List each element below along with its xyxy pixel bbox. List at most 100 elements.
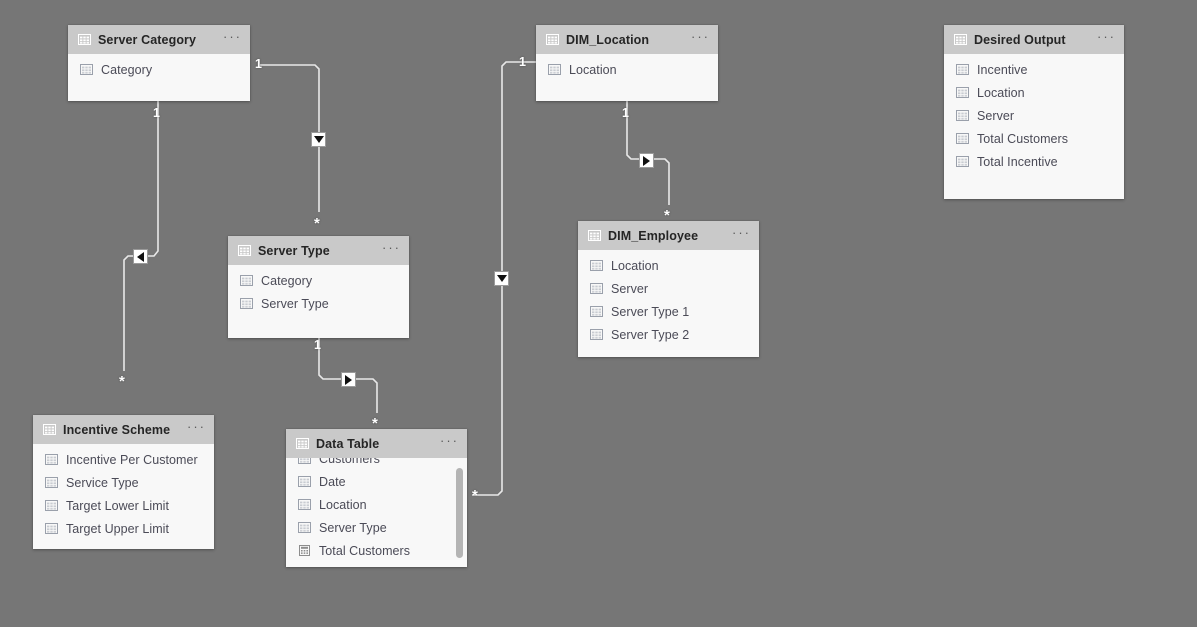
field-label: Total Customers <box>977 131 1069 146</box>
cardinality-one-dim-location-to-data-table: 1 <box>519 55 526 69</box>
table-icon <box>588 230 601 241</box>
field-label: Incentive Per Customer <box>66 452 198 467</box>
table-fields-server-category: Category <box>68 54 250 87</box>
field-row[interactable]: Server Type <box>286 516 467 539</box>
field-row[interactable]: Service Type <box>33 471 214 494</box>
grid-icon <box>956 110 969 121</box>
field-row[interactable]: Total Incentive <box>944 150 1124 173</box>
arrow-triangle <box>496 275 507 282</box>
field-label: Total Incentive <box>977 154 1058 169</box>
arrow-triangle <box>313 136 324 143</box>
field-row[interactable]: Category <box>228 269 409 292</box>
grid-icon <box>298 476 311 487</box>
cross-filter-arrow-right-icon[interactable] <box>639 153 654 168</box>
table-icon <box>238 245 251 256</box>
grid-icon <box>956 133 969 144</box>
table-header-server-category[interactable]: Server Category ··· <box>68 25 250 54</box>
relationship-line-server-category-to-incentive-scheme[interactable] <box>123 101 159 371</box>
cardinality-many-server-category-to-incentive-scheme: * <box>119 373 125 390</box>
field-row[interactable]: Server <box>944 104 1124 127</box>
cross-filter-arrow-left-icon[interactable] <box>133 249 148 264</box>
table-icon <box>43 424 56 435</box>
cross-filter-arrow-right-icon[interactable] <box>341 372 356 387</box>
grid-icon <box>590 329 603 340</box>
cardinality-one-server-category-to-incentive-scheme: 1 <box>153 106 160 120</box>
table-header-dim-employee[interactable]: DIM_Employee ··· <box>578 221 759 250</box>
field-row[interactable]: Date <box>286 470 467 493</box>
table-title: Data Table <box>316 436 380 451</box>
field-list-scrollbar[interactable] <box>453 458 467 567</box>
table-title: DIM_Location <box>566 32 650 47</box>
cross-filter-arrow-down-icon[interactable] <box>311 132 326 147</box>
field-label: Server <box>611 281 649 296</box>
table-header-desired-output[interactable]: Desired Output ··· <box>944 25 1124 54</box>
table-card-incentive-scheme[interactable]: Incentive Scheme ··· Incentive Per Custome… <box>33 415 214 549</box>
field-label: Server Type <box>261 296 329 311</box>
table-card-dim-location[interactable]: DIM_Location ··· Location <box>536 25 718 101</box>
field-row[interactable]: Location <box>944 81 1124 104</box>
grid-icon <box>298 522 311 533</box>
table-card-server-category[interactable]: Server Category ··· Category <box>68 25 250 101</box>
table-icon <box>78 34 91 45</box>
field-row[interactable]: Category <box>68 58 250 81</box>
table-header-incentive-scheme[interactable]: Incentive Scheme ··· <box>33 415 214 444</box>
field-row[interactable]: Incentive Per Customer <box>33 448 214 471</box>
cardinality-one-dim-location-to-dim-employee: 1 <box>622 106 629 120</box>
grid-icon <box>240 275 253 286</box>
field-row[interactable]: Server Type <box>228 292 409 315</box>
cross-filter-arrow-down-icon[interactable] <box>494 271 509 286</box>
more-options-icon[interactable]: ··· <box>440 432 459 448</box>
table-title: Server Category <box>98 32 197 47</box>
more-options-icon[interactable]: ··· <box>187 418 206 434</box>
grid-icon <box>590 306 603 317</box>
field-row[interactable]: Total Customers <box>944 127 1124 150</box>
grid-icon <box>590 260 603 271</box>
scrollbar-thumb[interactable] <box>456 468 463 558</box>
table-title: Desired Output <box>974 32 1066 47</box>
field-row[interactable]: Incentive <box>944 58 1124 81</box>
table-title: DIM_Employee <box>608 228 699 243</box>
field-row[interactable]: Location <box>286 493 467 516</box>
grid-icon <box>956 64 969 75</box>
field-label: Total Customers <box>319 543 411 558</box>
grid-icon <box>298 499 311 510</box>
more-options-icon[interactable]: ··· <box>732 224 751 240</box>
table-header-server-type[interactable]: Server Type··· <box>228 236 409 265</box>
table-icon <box>546 34 559 45</box>
cardinality-many-server-type-to-data-table: * <box>372 415 378 432</box>
field-row[interactable]: Location <box>578 254 759 277</box>
field-row[interactable]: Server Type 2 <box>578 323 759 346</box>
table-title: Incentive Scheme <box>63 422 171 437</box>
field-row[interactable]: Server <box>578 277 759 300</box>
table-header-dim-location[interactable]: DIM_Location ··· <box>536 25 718 54</box>
field-label: Server Type 2 <box>611 327 690 342</box>
more-options-icon[interactable]: ··· <box>691 28 710 44</box>
field-row[interactable]: Server Type 1 <box>578 300 759 323</box>
field-label: Service Type <box>66 475 139 490</box>
field-row[interactable]: Location <box>536 58 718 81</box>
more-options-icon[interactable]: ··· <box>1097 28 1116 44</box>
more-options-icon[interactable]: ··· <box>382 239 401 255</box>
field-row[interactable]: Target Upper Limit <box>33 517 214 540</box>
arrow-triangle <box>137 251 144 262</box>
cardinality-many-dim-location-to-dim-employee: * <box>664 207 670 224</box>
cardinality-one-server-type-to-data-table: 1 <box>314 338 321 352</box>
table-header-data-table[interactable]: Data Table ··· <box>286 429 467 458</box>
cardinality-many-dim-location-to-data-table: * <box>472 487 478 504</box>
field-row[interactable]: Target Lower Limit <box>33 494 214 517</box>
field-label: Location <box>569 62 617 77</box>
field-row[interactable]: Total Customers <box>286 539 467 562</box>
more-options-icon[interactable]: ··· <box>223 28 242 44</box>
field-label: Server <box>977 108 1015 123</box>
table-icon <box>296 438 309 449</box>
